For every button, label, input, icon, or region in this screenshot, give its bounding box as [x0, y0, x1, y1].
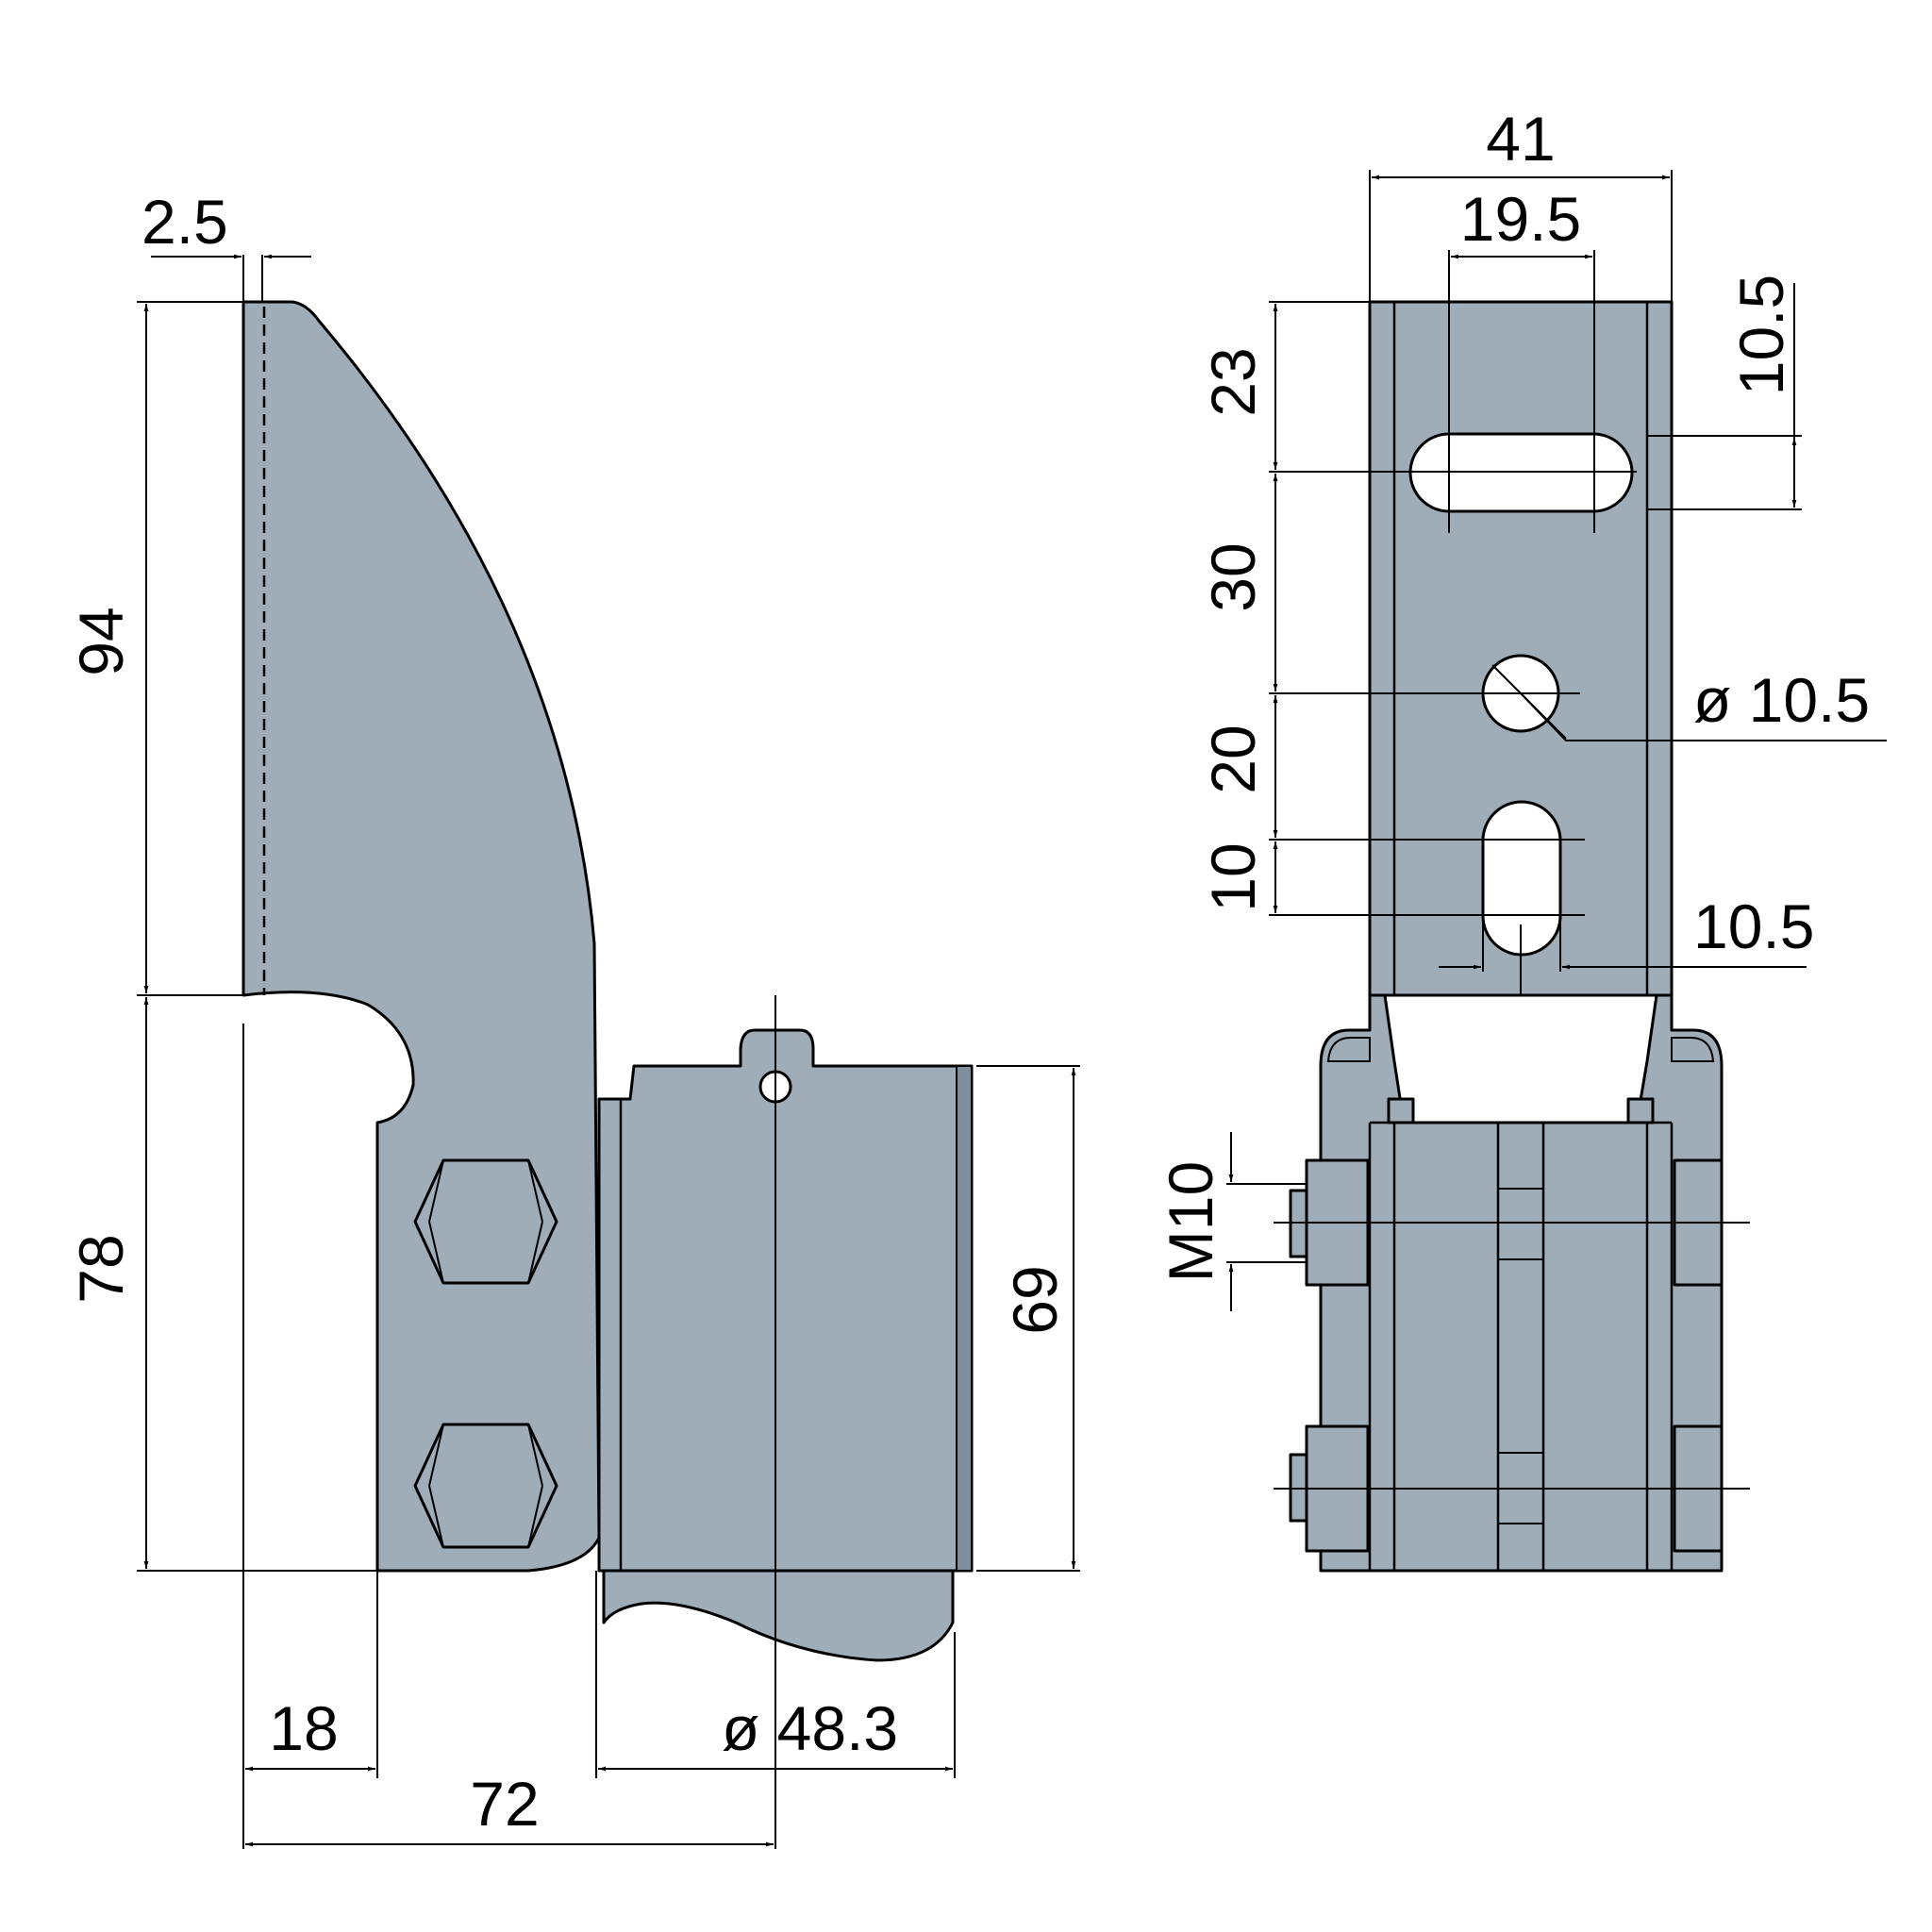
bolt-lower [413, 1423, 558, 1549]
dim-slot-width-top: 10.5 [1646, 275, 1802, 510]
dim-clamp-height: 69 [976, 1065, 1080, 1572]
dim-offset: 18 [242, 1024, 378, 1849]
label-slot-width-bottom: 10.5 [1693, 891, 1814, 961]
label-thickness: 2.5 [142, 187, 228, 257]
label-spacing-2: 20 [1198, 724, 1268, 793]
dim-lower-height: 78 [66, 997, 377, 1572]
clamp-flange [956, 1065, 973, 1572]
label-top-offset: 23 [1198, 347, 1268, 416]
clamp-housing [597, 1028, 974, 1573]
label-bolt-size: M10 [1156, 1161, 1225, 1282]
pipe-body [602, 1564, 955, 1662]
label-slot-width-top: 10.5 [1726, 275, 1796, 395]
dim-bolt-size: M10 [1156, 1132, 1307, 1311]
dim-total-width: 72 [245, 1769, 774, 1847]
label-spacing-3: 10 [1198, 842, 1268, 911]
dim-hole-diameter: ø 10.5 [1520, 665, 1887, 741]
front-view: 41 19.5 10.5 23 [1156, 104, 1887, 1573]
label-total-width: 72 [470, 1769, 539, 1839]
dim-upper-height: 94 [66, 301, 243, 996]
bolt-upper [413, 1158, 558, 1285]
label-front-width: 41 [1486, 104, 1555, 174]
clamp-saddle [1383, 993, 1658, 1124]
label-pipe-diameter: ø 48.3 [722, 1693, 898, 1763]
front-clamp-body [1319, 993, 1724, 1573]
label-upper-height: 94 [66, 607, 136, 675]
dim-pipe-diameter: ø 48.3 [595, 1571, 956, 1778]
label-spacing-1: 30 [1198, 542, 1268, 611]
dim-thickness: 2.5 [142, 187, 311, 302]
label-slot-length: 19.5 [1460, 184, 1581, 254]
dim-slot-length: 19.5 [1448, 184, 1595, 533]
dim-front-width: 41 [1369, 104, 1673, 302]
label-lower-height: 78 [66, 1234, 136, 1303]
dim-vertical-chain: 23 30 20 10 [1198, 301, 1637, 916]
label-clamp-height: 69 [1000, 1265, 1070, 1334]
bracket-plate [242, 300, 601, 1573]
dim-slot-width-bottom: 10.5 [1439, 891, 1814, 972]
side-view: 2.5 94 78 69 18 [66, 187, 1080, 1849]
label-offset: 18 [269, 1693, 338, 1763]
label-hole-diameter: ø 10.5 [1693, 665, 1870, 735]
